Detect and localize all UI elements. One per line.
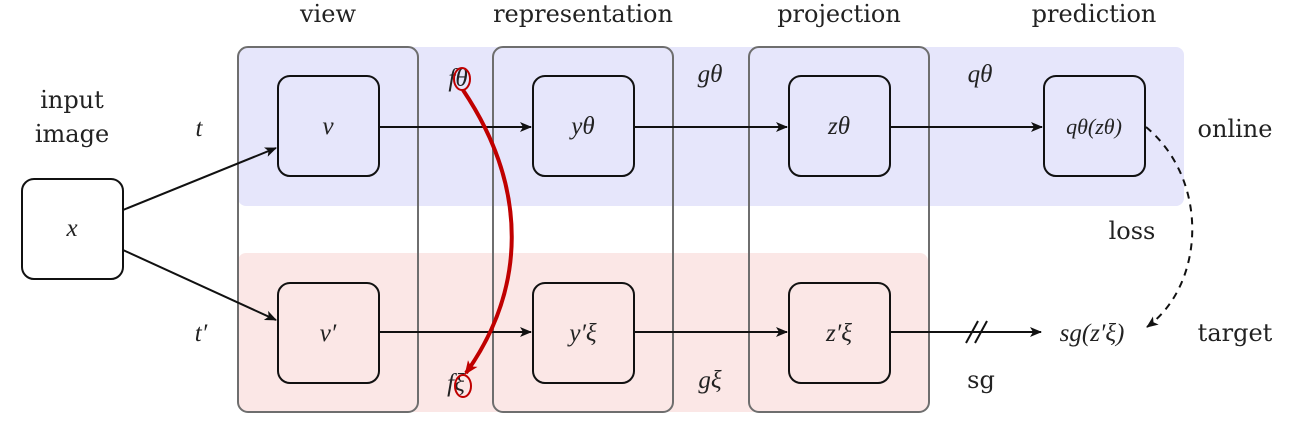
g-target-label: gξ (698, 367, 722, 394)
target-branch-label: target (1198, 319, 1273, 347)
loss-dashed-arrow (1145, 126, 1194, 328)
edge-input-to-target-view (122, 249, 277, 321)
input-label-line1: input (40, 86, 104, 114)
online-representation-node-label: yθ (568, 113, 594, 140)
online-prediction-node-label: qθ(zθ) (1066, 114, 1122, 139)
online-projection-node-label: zθ (827, 113, 850, 140)
ema-update-red-arrow (461, 88, 514, 375)
target-projection-node-label: z′ξ (825, 320, 852, 347)
input-node-box (21, 178, 124, 280)
online-branch-label: online (1198, 115, 1273, 143)
online-view-node-label: v (322, 113, 334, 140)
target-representation-node-label: y′ξ (566, 320, 597, 347)
input-label-line2: image (35, 120, 109, 148)
column-header-projection: projection (777, 0, 901, 28)
representation-column-frame (492, 46, 674, 413)
column-header-representation: representation (493, 0, 673, 28)
q-online-label: qθ (968, 61, 993, 88)
target-view-node-label: v′ (320, 320, 337, 347)
target-transform-label: t′ (195, 320, 208, 347)
xi-annotation-circle (454, 374, 472, 398)
stop-gradient-label: sg (967, 366, 995, 394)
projection-column-frame (748, 46, 930, 413)
theta-annotation-circle (453, 67, 471, 91)
loss-label: loss (1109, 217, 1156, 245)
edge-input-to-online-view (122, 147, 277, 211)
input-node-label: x (65, 215, 77, 242)
f-online-label: fθ (448, 65, 467, 92)
stop-gradient-slash-2 (974, 320, 988, 344)
column-header-view: view (299, 0, 356, 28)
g-online-label: gθ (698, 61, 723, 88)
online-transform-label: t (196, 115, 204, 142)
online-prediction-node-box (1043, 75, 1146, 177)
target-output-label: sg(z′ξ) (1060, 320, 1125, 347)
view-column-frame (237, 46, 419, 413)
column-header-prediction: prediction (1032, 0, 1157, 28)
stop-gradient-slash-1 (965, 320, 979, 344)
